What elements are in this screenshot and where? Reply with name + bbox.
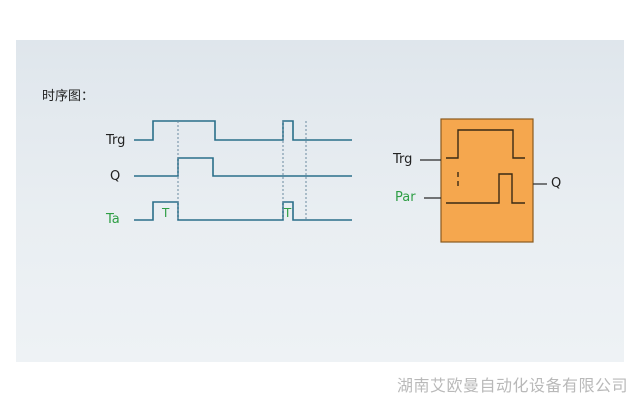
signal-label-trg: Trg [106, 133, 126, 148]
block-input-par: Par [395, 190, 416, 205]
trg-waveform [134, 120, 352, 141]
function-block [440, 118, 534, 243]
signal-label-ta: Ta [106, 212, 120, 227]
page-title: 时序图： [42, 89, 95, 104]
company-watermark: 湖南艾欧曼自动化设备有限公司 [396, 376, 628, 395]
pulse-label: T [161, 206, 170, 220]
ta-waveform [134, 201, 352, 221]
block-input-trg: Trg [393, 152, 413, 167]
block-output-q: Q [551, 176, 562, 191]
signal-label-q: Q [110, 169, 121, 184]
q-waveform [134, 157, 352, 177]
block-symbol-trg [446, 129, 525, 159]
block-symbol-out [446, 173, 525, 204]
pulse-label: T [283, 206, 292, 220]
